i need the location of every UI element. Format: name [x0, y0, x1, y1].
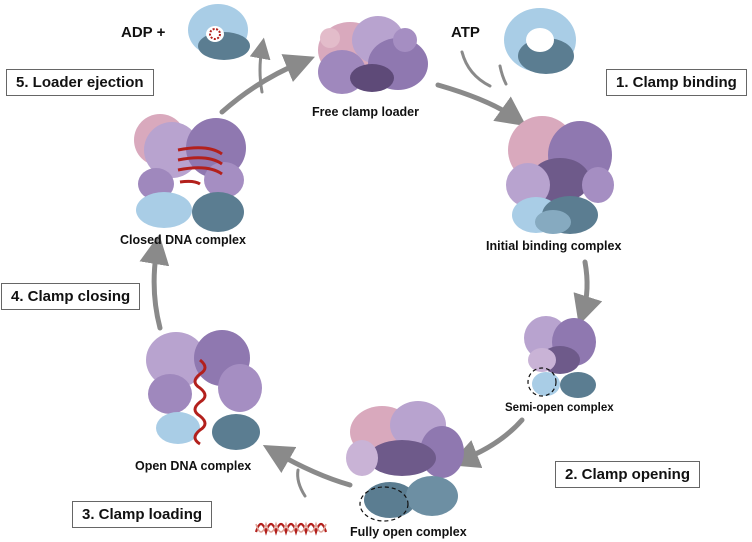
adp-label: ADP +	[121, 24, 166, 41]
ejected-clamp-with-dna	[188, 4, 250, 60]
step-4-clamp-closing-box: 4. Clamp closing	[1, 283, 141, 310]
semi-open-complex-label: Semi-open complex	[505, 402, 614, 414]
arrow-opendna-to-closeddna	[139, 234, 170, 331]
fully-open-complex-structure	[346, 401, 464, 522]
arrow-semi-to-fully	[448, 417, 525, 469]
open-dna-complex-structure	[146, 330, 262, 450]
free-clamp-loader-label: Free clamp loader	[312, 105, 419, 119]
closed-dna-complex-label: Closed DNA complex	[120, 233, 246, 247]
closed-dna-complex-structure	[134, 114, 246, 232]
step-1-clamp-binding-box: 1. Clamp binding	[606, 69, 747, 96]
free-clamp-loader-structure	[318, 16, 428, 94]
arrow-dna-in	[296, 468, 307, 498]
initial-binding-complex-structure	[506, 116, 614, 234]
atp-label: ATP	[451, 24, 480, 41]
fully-open-complex-label: Fully open complex	[350, 525, 467, 539]
semi-open-complex-structure	[524, 316, 596, 398]
arrow-atp-in	[460, 50, 492, 88]
step-3-clamp-loading-box: 3. Clamp loading	[72, 501, 213, 528]
initial-binding-complex-label: Initial binding complex	[486, 239, 622, 253]
arrow-initial-to-semi	[573, 259, 603, 326]
step-5-loader-ejection-box: 5. Loader ejection	[6, 69, 154, 96]
cycle-arrows	[139, 37, 603, 498]
arrow-adp-out	[249, 37, 271, 94]
arrow-clamp-in	[498, 64, 508, 86]
step-2-clamp-opening-box: 2. Clamp opening	[555, 461, 701, 488]
arrow-free-to-initial	[435, 82, 527, 127]
incoming-clamp-ring	[504, 8, 576, 74]
incoming-dna-helix	[254, 521, 328, 536]
open-dna-complex-label: Open DNA complex	[135, 459, 252, 473]
dna-helix-closed-complex	[177, 146, 223, 186]
dna-helix-open-complex	[193, 358, 207, 446]
arrow-fully-to-opendna	[262, 445, 353, 488]
